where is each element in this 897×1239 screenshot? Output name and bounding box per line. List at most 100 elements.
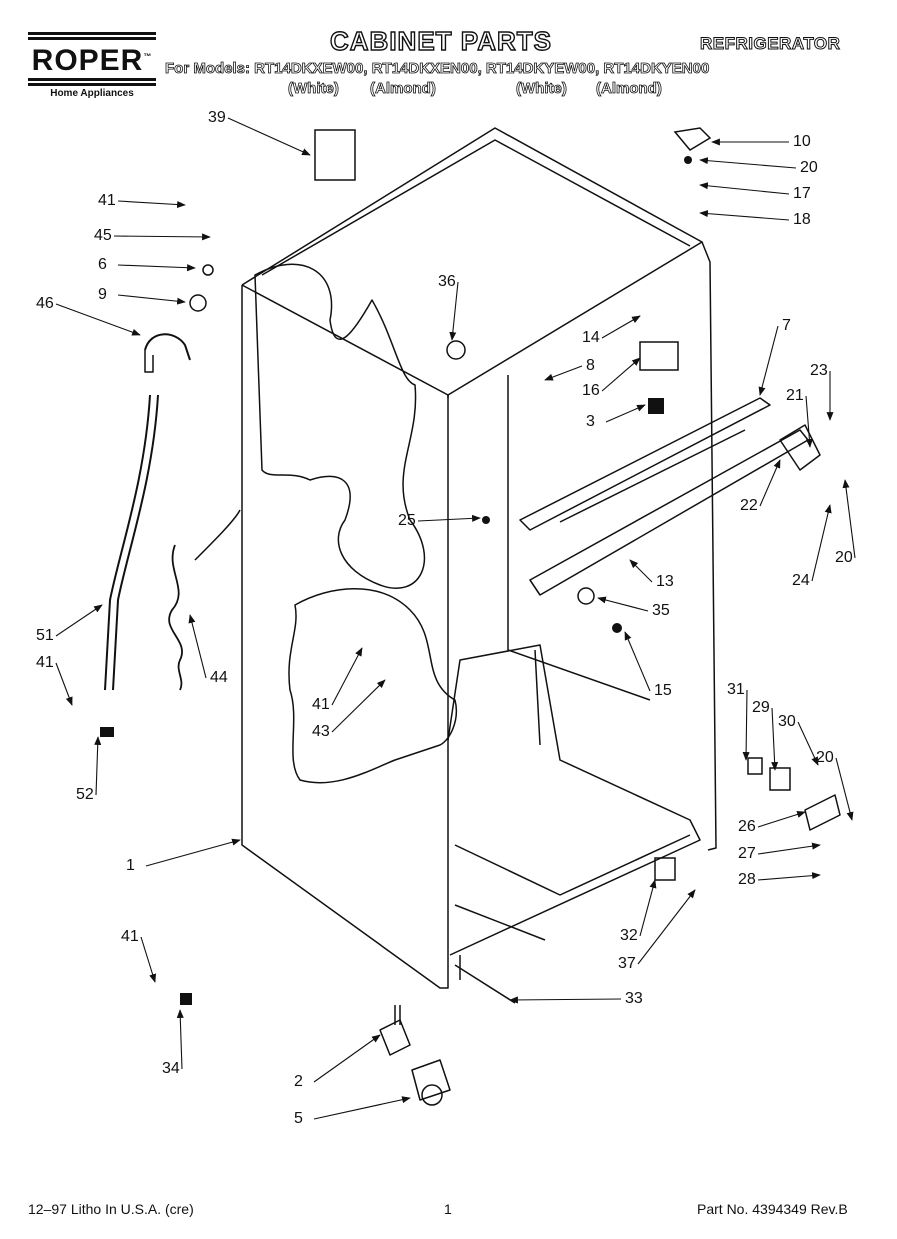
leader-line-20 <box>699 157 797 169</box>
leader-line-33 <box>509 996 622 1004</box>
callout-15: 15 <box>654 682 672 699</box>
leader-line-41 <box>55 662 73 706</box>
bracket-39 <box>314 129 356 181</box>
leader-line-31 <box>742 689 750 761</box>
leader-line-3 <box>605 404 646 423</box>
leader-line-6 <box>117 264 196 272</box>
plug-35 <box>577 587 595 605</box>
callout-7: 7 <box>782 317 791 334</box>
leader-line-41 <box>331 647 363 706</box>
leader-line-44 <box>188 614 207 679</box>
leader-line-20 <box>842 479 856 559</box>
tube-51 <box>104 394 151 691</box>
leader-line-45 <box>113 233 211 241</box>
leader-line-37 <box>637 889 696 965</box>
roper-logo: ROPER™ Home Appliances <box>28 30 156 99</box>
leader-line-7 <box>758 325 779 396</box>
callout-24: 24 <box>792 572 810 589</box>
leader-line-36 <box>449 281 459 341</box>
leader-line-27 <box>757 842 821 855</box>
plug-36 <box>446 340 466 360</box>
leader-line-8 <box>544 365 583 381</box>
callout-6: 6 <box>98 256 107 273</box>
leader-line-39 <box>227 117 311 156</box>
leader-line-15 <box>624 631 651 692</box>
grille-strip <box>454 964 516 1004</box>
leader-line-1 <box>145 838 241 867</box>
brand-subtitle: Home Appliances <box>50 88 134 99</box>
cutaway-lower <box>288 588 457 784</box>
nut-6 <box>202 264 214 276</box>
leader-line-46 <box>55 303 141 336</box>
callout-32: 32 <box>620 927 638 944</box>
screw-15 <box>612 623 622 633</box>
model-color-1: (White) <box>288 80 340 98</box>
callout-37: 37 <box>618 955 636 972</box>
callout-51: 51 <box>36 627 54 644</box>
roller <box>411 1059 451 1101</box>
callout-41: 41 <box>312 696 330 713</box>
leader-line-51 <box>55 604 103 637</box>
model-color-2: (Almond) <box>370 80 437 98</box>
shim-31 <box>747 757 763 775</box>
callout-44: 44 <box>210 669 228 686</box>
callout-39: 39 <box>208 109 226 126</box>
model-color-3: (White) <box>516 80 568 98</box>
clip-52 <box>100 727 114 737</box>
callout-35: 35 <box>652 602 670 619</box>
print-info: 12–97 Litho In U.S.A. (cre) <box>28 1201 194 1217</box>
callout-27: 27 <box>738 845 756 862</box>
page-number: 1 <box>444 1201 452 1217</box>
leader-line-14 <box>601 315 641 339</box>
callout-2: 2 <box>294 1073 303 1090</box>
callout-33: 33 <box>625 990 643 1007</box>
bracket-16 <box>639 341 679 371</box>
leader-line-35 <box>597 596 649 612</box>
leader-line-20 <box>835 757 854 821</box>
part-number: Part No. 4394349 Rev.B <box>697 1201 848 1217</box>
leader-line-41 <box>140 936 157 983</box>
callout-41: 41 <box>121 928 139 945</box>
callout-31: 31 <box>727 681 745 698</box>
leader-line-43 <box>331 679 386 733</box>
callout-25: 25 <box>398 512 416 529</box>
leveling-leg <box>379 1019 411 1056</box>
hinge-screw <box>684 156 692 164</box>
leader-line-24 <box>811 504 832 582</box>
callout-14: 14 <box>582 329 600 346</box>
callout-22: 22 <box>740 497 758 514</box>
top-hinge-cover <box>673 127 712 151</box>
callout-1: 1 <box>126 857 135 874</box>
callout-9: 9 <box>98 286 107 303</box>
callout-26: 26 <box>738 818 756 835</box>
leader-line-9 <box>117 294 186 305</box>
leader-line-52 <box>94 736 102 796</box>
leader-line-18 <box>699 210 790 221</box>
callout-45: 45 <box>94 227 112 244</box>
callout-21: 21 <box>786 387 804 404</box>
clip-34 <box>180 993 192 1005</box>
leader-line-21 <box>805 395 813 448</box>
callout-52: 52 <box>76 786 94 803</box>
block-3 <box>648 398 664 414</box>
callout-29: 29 <box>752 699 770 716</box>
leader-line-2 <box>313 1034 381 1083</box>
leader-line-32 <box>639 879 657 937</box>
callout-3: 3 <box>586 413 595 430</box>
callout-20: 20 <box>835 549 853 566</box>
page-title: CABINET PARTS <box>329 25 552 56</box>
leader-line-13 <box>629 559 653 583</box>
plate-32 <box>654 857 676 881</box>
leader-line-5 <box>313 1096 411 1120</box>
callout-20: 20 <box>816 749 834 766</box>
heater-strip <box>519 397 771 531</box>
leader-line-34 <box>176 1009 184 1070</box>
callout-18: 18 <box>793 211 811 228</box>
mullion-bar <box>529 429 809 596</box>
callout-17: 17 <box>793 185 811 202</box>
cabinet-top <box>241 127 703 396</box>
leader-line-22 <box>759 459 781 507</box>
cutaway-upper <box>254 263 426 589</box>
